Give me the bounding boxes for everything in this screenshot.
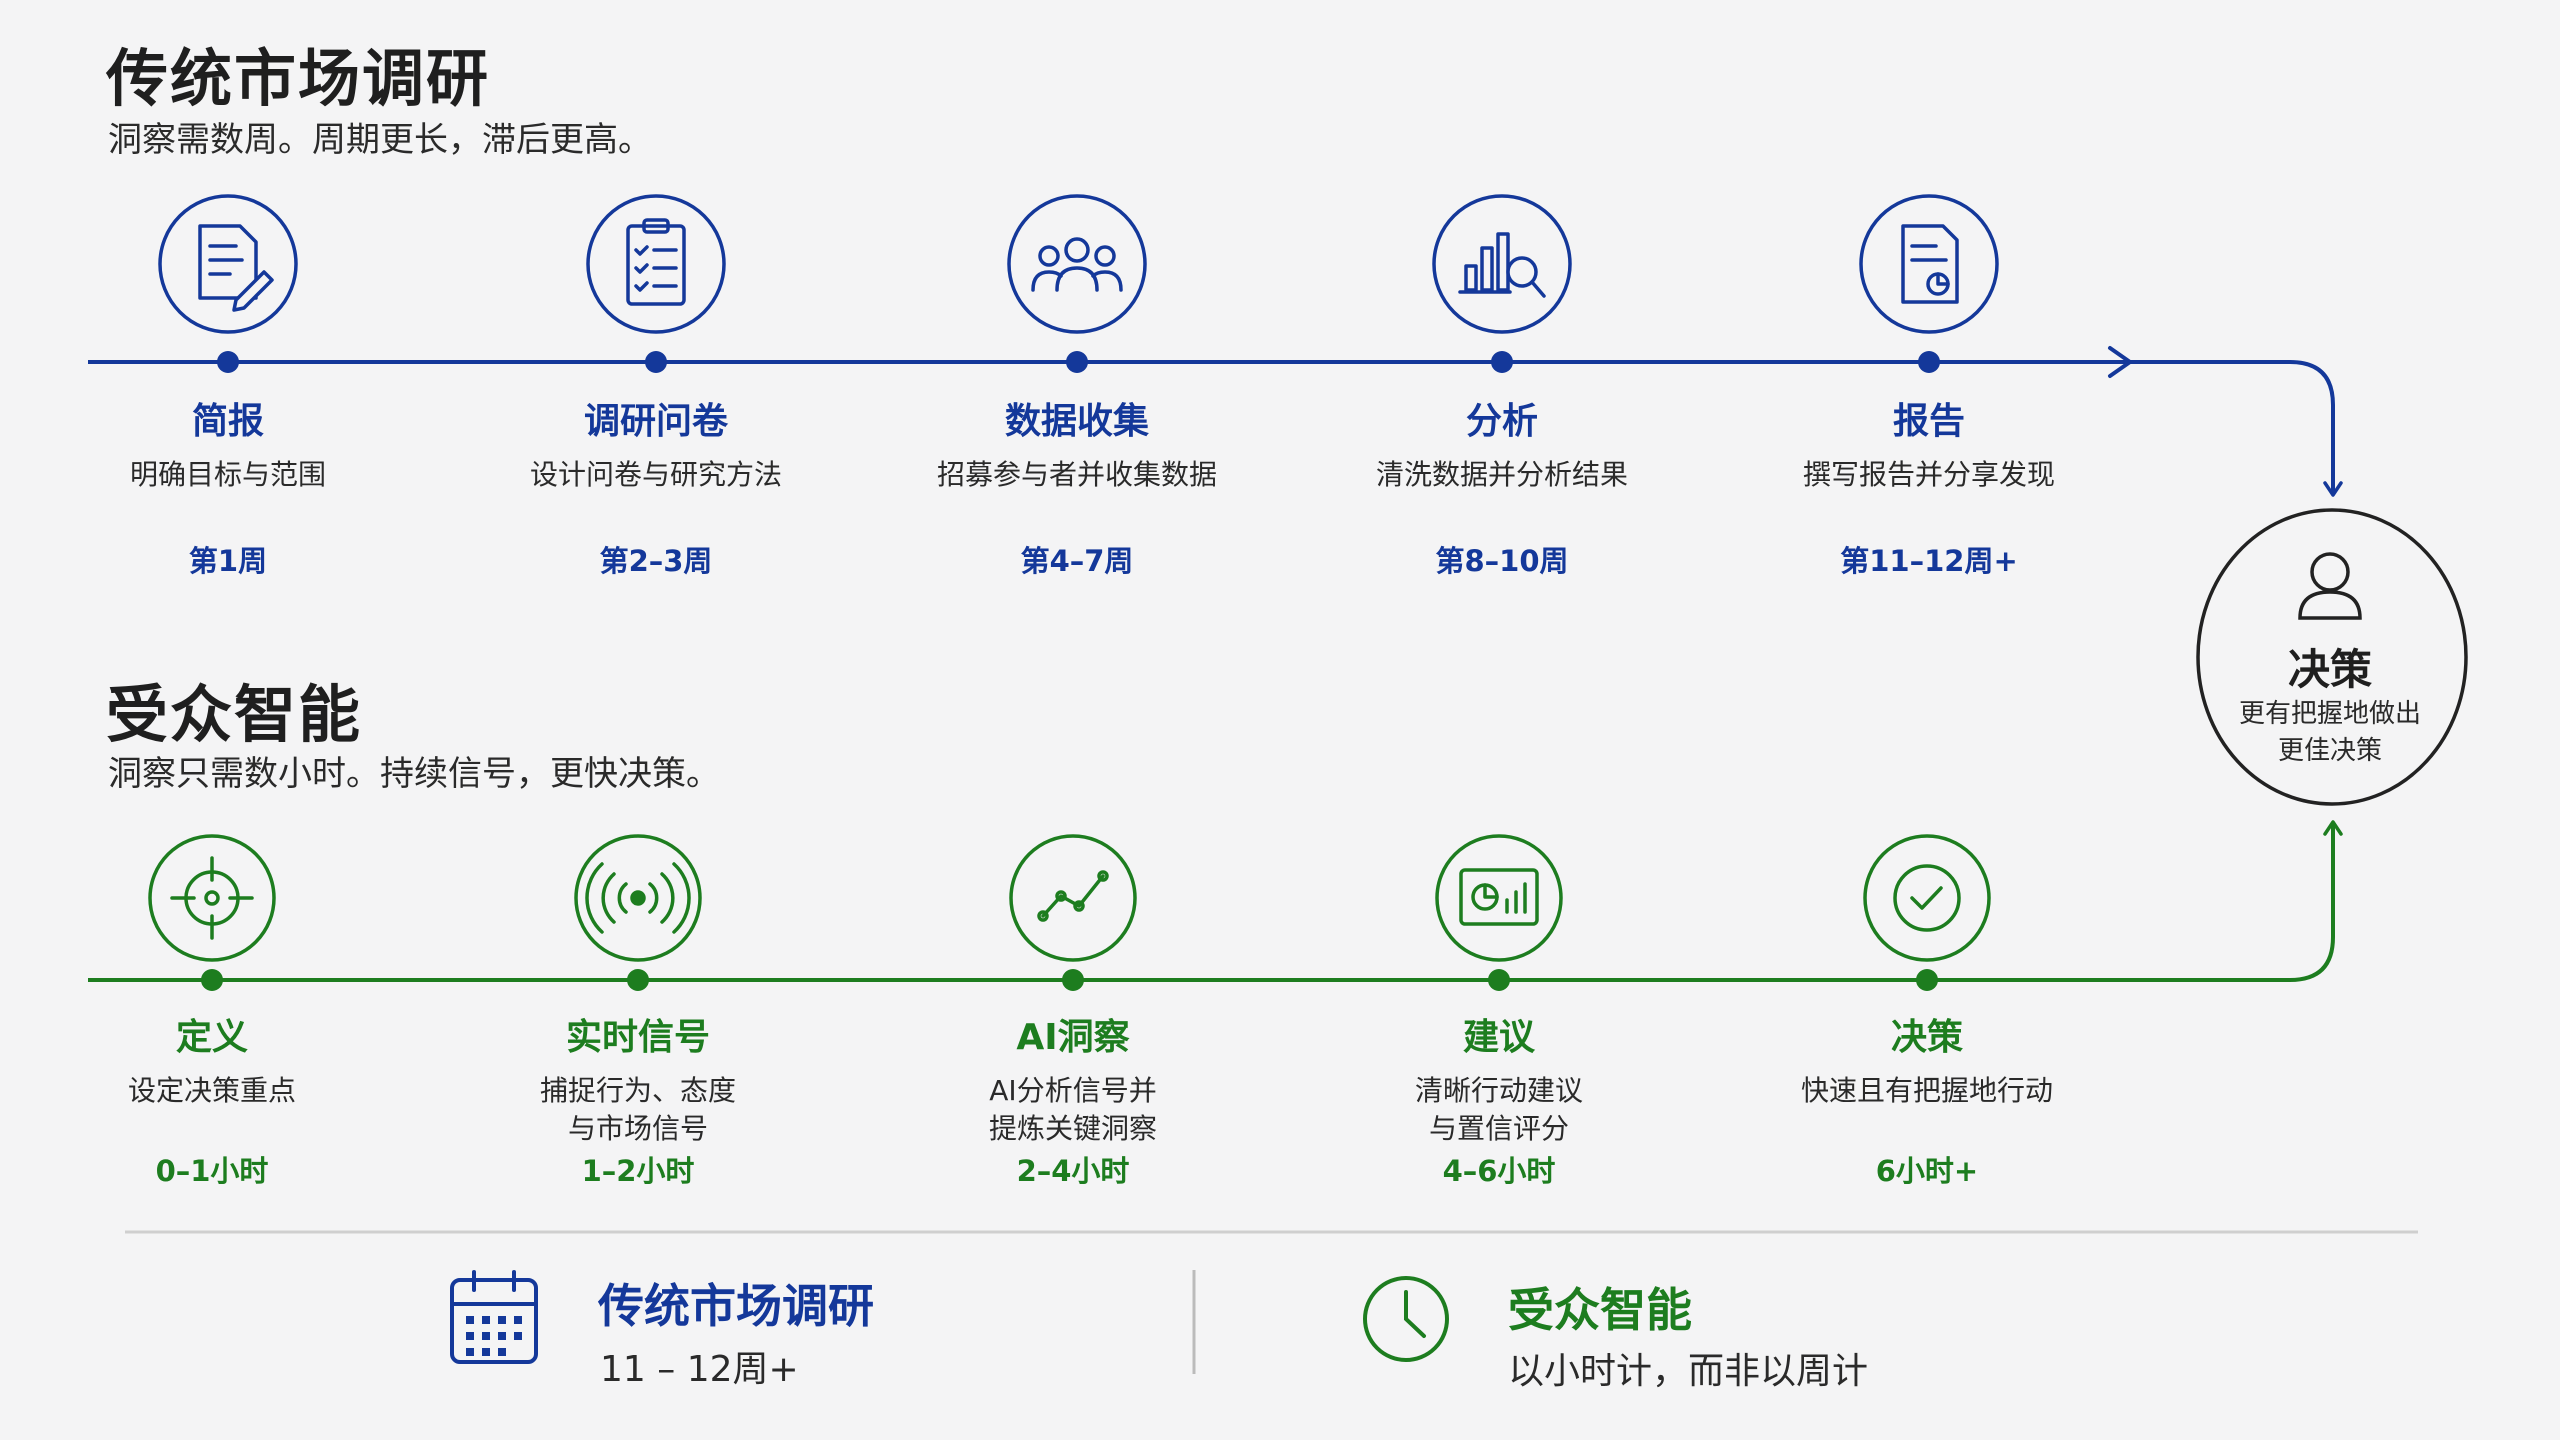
audience-timeline [88, 820, 2343, 982]
audience-step: 建议 清晰行动建议 与置信评分 4–6小时 [1309, 1008, 1689, 1188]
step-dot [201, 969, 223, 991]
decision-node [2196, 508, 2468, 806]
step-dot [1062, 969, 1084, 991]
step-time: 2–4小时 [1016, 1154, 1130, 1188]
traditional-subtitle: 洞察需数周。周期更长，滞后更高。 [108, 120, 652, 160]
document-edit-icon [158, 194, 298, 334]
traditional-title: 传统市场调研 [106, 42, 491, 115]
step-time: 第8–10周 [1435, 544, 1569, 578]
traditional-step: 报告 撰写报告并分享发现 第11–12周+ [1739, 392, 2119, 578]
step-dot [1488, 969, 1510, 991]
step-title: 实时信号 [565, 1017, 710, 1058]
audience-subtitle: 洞察只需数小时。持续信号，更快决策。 [108, 754, 720, 794]
step-time: 第2–3周 [599, 544, 713, 578]
people-group-icon [1007, 194, 1147, 334]
step-title: 数据收集 [1004, 401, 1149, 442]
step-title: 简报 [191, 401, 264, 442]
step-desc: AI分析信号并 提炼关键洞察 [988, 1074, 1157, 1145]
step-desc: 设定决策重点 [127, 1074, 296, 1107]
step-desc: 撰写报告并分享发现 [1802, 458, 2055, 491]
traditional-step: 调研问卷 设计问卷与研究方法 第2–3周 [466, 392, 846, 578]
check-circle-icon [1863, 834, 1991, 962]
step-time: 第4–7周 [1020, 544, 1134, 578]
step-desc: 清晰行动建议 与置信评分 [1414, 1074, 1583, 1145]
traditional-step: 分析 清洗数据并分析结果 第8–10周 [1312, 392, 1692, 578]
crosshair-target-icon [148, 834, 276, 962]
step-dot [645, 351, 667, 373]
step-title: 决策 [1890, 1017, 1963, 1058]
step-time: 6小时+ [1875, 1154, 1979, 1188]
audience-step: 实时信号 捕捉行为、态度 与市场信号 1–2小时 [448, 1008, 828, 1188]
step-time: 0–1小时 [155, 1154, 269, 1188]
step-desc: 招募参与者并收集数据 [936, 458, 1217, 491]
traditional-step: 数据收集 招募参与者并收集数据 第4–7周 [887, 392, 1267, 578]
step-time: 第11–12周+ [1840, 544, 2018, 578]
dashboard-chart-icon [1435, 834, 1563, 962]
step-desc: 设计问卷与研究方法 [529, 458, 782, 491]
step-dot [627, 969, 649, 991]
audience-title: 受众智能 [106, 678, 363, 751]
decision-title: 决策 [2287, 645, 2372, 694]
step-dot [1491, 351, 1513, 373]
summary-audience-value: 以小时计，而非以周计 [1508, 1351, 1869, 1392]
step-dot [217, 351, 239, 373]
audience-step: AI洞察 AI分析信号并 提炼关键洞察 2–4小时 [883, 1008, 1263, 1188]
summary-audience-title: 受众智能 [1508, 1283, 1692, 1337]
step-title: AI洞察 [1016, 1017, 1130, 1058]
step-title: 调研问卷 [583, 401, 728, 442]
step-desc: 清洗数据并分析结果 [1375, 458, 1628, 491]
step-desc: 捕捉行为、态度 与市场信号 [539, 1074, 736, 1145]
summary-traditional-title: 传统市场调研 [598, 1279, 874, 1333]
report-document-icon [1859, 194, 1999, 334]
traditional-step: 简报 明确目标与范围 第1周 [38, 392, 418, 578]
step-time: 4–6小时 [1442, 1154, 1556, 1188]
trend-line-icon [1009, 834, 1137, 962]
step-dot [1916, 969, 1938, 991]
clock-icon [1363, 1276, 1449, 1362]
calendar-icon [450, 1270, 538, 1364]
step-time: 1–2小时 [581, 1154, 695, 1188]
step-desc: 快速且有把握地行动 [1800, 1074, 2053, 1107]
chart-magnifier-icon [1432, 194, 1572, 334]
clipboard-checklist-icon [586, 194, 726, 334]
broadcast-signal-icon [574, 834, 702, 962]
step-dot [1918, 351, 1940, 373]
step-title: 报告 [1892, 401, 1965, 442]
audience-step: 定义 设定决策重点 0–1小时 [22, 1008, 402, 1188]
step-dot [1066, 351, 1088, 373]
traditional-timeline [88, 346, 2343, 497]
step-title: 分析 [1465, 401, 1538, 442]
step-title: 建议 [1462, 1017, 1535, 1058]
audience-step: 决策 快速且有把握地行动 6小时+ [1737, 1008, 2117, 1188]
decision-desc: 更有把握地做出 更佳决策 [2238, 699, 2421, 766]
person-icon [2298, 552, 2362, 620]
step-title: 定义 [175, 1017, 248, 1058]
step-desc: 明确目标与范围 [129, 458, 326, 491]
summary-traditional-value: 11 – 12周+ [600, 1349, 799, 1390]
step-time: 第1周 [188, 544, 268, 578]
